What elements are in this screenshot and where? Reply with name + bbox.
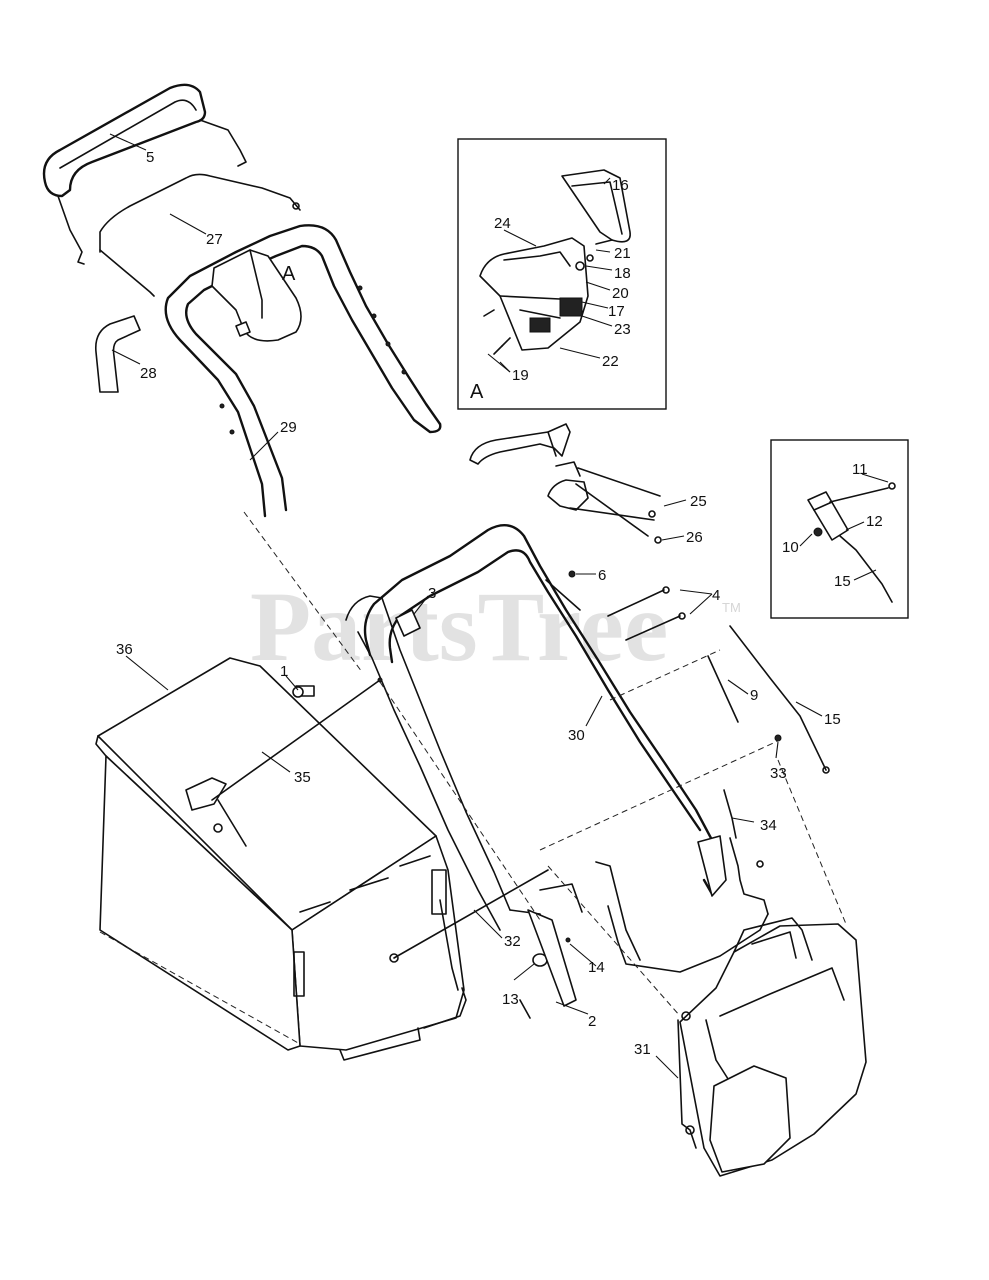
callout-2: 2	[588, 1013, 596, 1030]
callout-24: 24	[494, 215, 511, 232]
callout-29: 29	[280, 419, 297, 436]
callout-4: 4	[712, 587, 720, 604]
watermark-tm: TM	[722, 600, 741, 615]
callout-32: 32	[504, 933, 521, 950]
callout-14: 14	[588, 959, 605, 976]
callout-12: 12	[866, 513, 883, 530]
part-5-upper-grip	[42, 83, 247, 265]
callout-23: 23	[614, 321, 631, 338]
callout-5: 5	[146, 149, 154, 166]
part-30-lower-handle	[363, 524, 727, 897]
callout-31: 31	[634, 1041, 651, 1058]
callout-10: 10	[782, 539, 799, 556]
small-hardware	[292, 570, 830, 1019]
callout-22: 22	[602, 353, 619, 370]
callout-34: 34	[760, 817, 777, 834]
part-32-axle-rod	[389, 869, 549, 963]
callout-30: 30	[568, 727, 585, 744]
callout-3: 3	[428, 585, 436, 602]
callout-28: 28	[140, 365, 157, 382]
part-27-bail-wire	[99, 173, 301, 297]
part-28-hose	[94, 315, 141, 393]
part-31-deflector	[677, 917, 867, 1177]
callout-19: 19	[512, 367, 529, 384]
callout-35: 35	[294, 769, 311, 786]
detail-box-label-a: A	[470, 381, 484, 403]
callout-33: 33	[770, 765, 787, 782]
callout-16: 16	[612, 177, 629, 194]
detail-switch-box	[770, 439, 909, 619]
callout-18: 18	[614, 265, 631, 282]
callout-6: 6	[598, 567, 606, 584]
callout-21: 21	[614, 245, 631, 262]
callout-17: 17	[608, 303, 625, 320]
dashed-assembly-lines	[99, 511, 847, 1045]
part-29-upper-handle	[164, 224, 442, 518]
part-25-26-control-lever	[469, 423, 662, 544]
callout-26: 26	[686, 529, 703, 546]
detail-a-box	[457, 138, 667, 410]
leader-lines	[109, 133, 889, 1079]
callout-9: 9	[750, 687, 758, 704]
callout-15-detail: 15	[834, 573, 851, 590]
callout-labels: 5 27 A 28 29 16 24 21 18 20 17 23 22 19 …	[116, 149, 883, 1058]
watermark: PartsTree	[250, 571, 668, 682]
callout-15: 15	[824, 711, 841, 728]
callout-36: 36	[116, 641, 133, 658]
callout-11: 11	[852, 461, 868, 478]
callout-27: 27	[206, 231, 223, 248]
part-36-grass-bag	[95, 657, 467, 1061]
callout-1: 1	[280, 663, 288, 680]
callout-25: 25	[690, 493, 707, 510]
callout-20: 20	[612, 285, 629, 302]
callout-13: 13	[502, 991, 519, 1008]
handle-label-a: A	[282, 263, 296, 285]
